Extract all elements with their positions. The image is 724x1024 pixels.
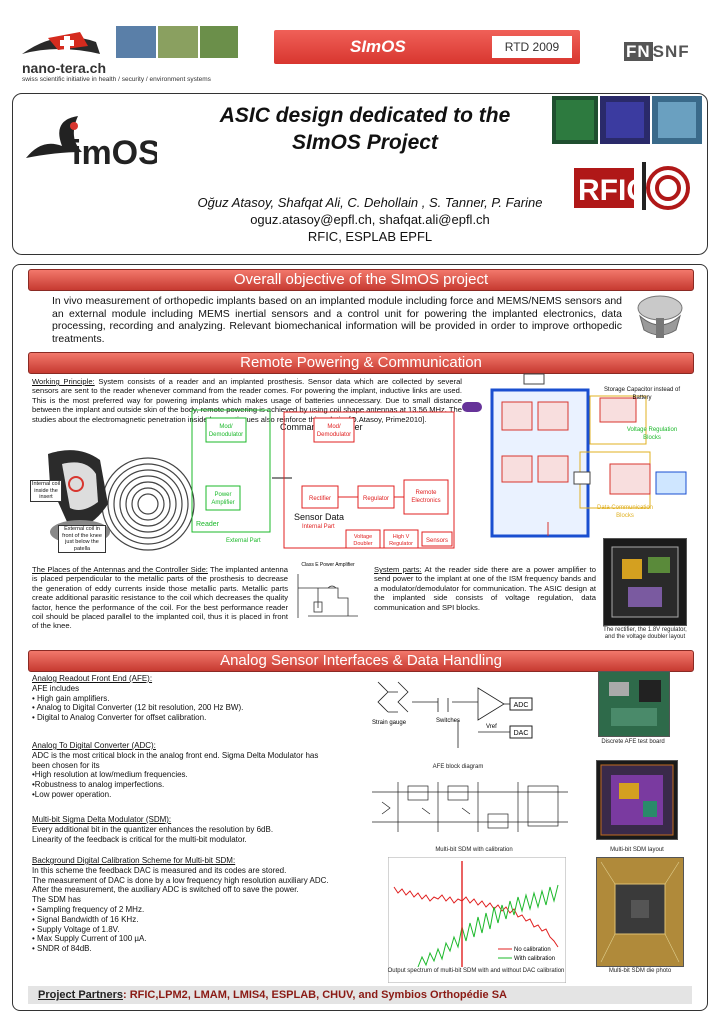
system-block-diagram: Mod/ Demodulator Power Amplifier Reader …	[191, 409, 455, 549]
svg-text:Switches: Switches	[436, 718, 460, 724]
project-partners-bar: Project Partners: RFIC,LPM2, LMAM, LMIS4…	[28, 986, 692, 1004]
simos-logo: imOS	[26, 116, 157, 172]
svg-text:No calibration: No calibration	[514, 947, 551, 953]
poster-title: ASIC design dedicated to the SImOS Proje…	[219, 104, 511, 154]
section-powering-header: Remote Powering & Communication	[28, 352, 694, 374]
project-label: SImOS	[350, 37, 406, 56]
rectifier-layout-caption: The rectifier, the 1.8V regulator, and t…	[603, 627, 687, 640]
svg-text:Mod/: Mod/	[327, 424, 341, 430]
svg-text:Sensors: Sensors	[426, 538, 448, 544]
svg-text:Regulator: Regulator	[389, 541, 413, 547]
svg-text:Strain gauge: Strain gauge	[372, 720, 407, 726]
storage-capacitor-label: Storage Capacitor instead of Battery	[603, 387, 681, 401]
main-panel	[12, 264, 708, 1011]
objective-text: In vivo measurement of orthopedic implan…	[52, 295, 622, 345]
asic-block-layout	[462, 373, 687, 538]
die-photo-caption: Multi-bit SDM die photo	[608, 968, 672, 974]
internal-coil-label: Internal coil inside the insert	[30, 480, 62, 502]
affiliation: RFIC, ESPLAB EPFL	[307, 229, 433, 244]
partners-label: Project Partners	[38, 989, 123, 1001]
svg-text:Voltage: Voltage	[354, 534, 372, 540]
sdm-layout-caption: Multi-bit SDM layout	[610, 847, 664, 853]
svg-text:DAC: DAC	[514, 730, 529, 737]
system-parts-text: System parts: At the reader side there a…	[374, 565, 596, 612]
sdm-calibration-schematic	[372, 782, 568, 832]
knee-implant-image	[637, 295, 683, 338]
afe-block-diagram: ADC DAC Strain gauge Switches Vref	[372, 681, 533, 748]
nano-tera-logo	[22, 26, 238, 58]
svg-text:imOS: imOS	[72, 134, 157, 172]
svg-text:Internal Part: Internal Part	[302, 524, 335, 530]
nano-tera-tagline: swiss scientific initiative in health / …	[22, 76, 211, 83]
svg-text:High V: High V	[393, 534, 410, 540]
svg-text:Mod/: Mod/	[219, 424, 233, 430]
svg-text:ADC: ADC	[514, 702, 529, 709]
svg-text:RFIC: RFIC	[578, 174, 648, 207]
emails: oguz.atasoy@epfl.ch, shafqat.ali@epfl.ch	[250, 212, 490, 227]
svg-text:Rectifier: Rectifier	[309, 496, 331, 502]
afe-board-caption: Discrete AFE test board	[601, 739, 665, 745]
authors: Oğuz Atasoy, Shafqat Ali, C. Dehollain ,…	[197, 195, 543, 210]
svg-text:Amplifier: Amplifier	[211, 500, 234, 506]
afe-text: Analog Readout Front End (AFE): AFE incl…	[32, 674, 244, 723]
afe-test-board-photo	[598, 671, 670, 737]
sdm-die-photo	[596, 857, 684, 967]
calibration-text: Background Digital Calibration Scheme fo…	[32, 856, 329, 954]
svg-text:Demodulator: Demodulator	[209, 432, 243, 438]
svg-text:Sensor Data: Sensor Data	[294, 512, 344, 522]
afe-diagram-caption: AFE block diagram	[432, 764, 484, 770]
svg-text:Demodulator: Demodulator	[317, 432, 351, 438]
sdm-schematic-caption: Multi-bit SDM with calibration	[435, 847, 513, 853]
svg-text:External Part: External Part	[226, 538, 261, 544]
adc-text: Analog To Digital Converter (ADC): ADC i…	[32, 741, 319, 799]
svg-text:Reader: Reader	[196, 521, 220, 528]
voltage-regulation-label: Voltage Regulation Blocks	[626, 427, 678, 441]
partners-list: : RFIC,LPM2, LMAM, LMIS4, ESPLAB, CHUV, …	[122, 989, 508, 1001]
svg-text:Class E Power Amplifier: Class E Power Amplifier	[301, 562, 355, 568]
section-objective-header: Overall objective of the SImOS project	[28, 269, 694, 291]
project-banner: SImOS RTD 2009	[274, 30, 580, 64]
svg-text:Vref: Vref	[486, 724, 497, 730]
nano-tera-name: nano-tera.ch	[22, 60, 107, 76]
svg-text:Power: Power	[214, 492, 231, 498]
authors-block: Oğuz Atasoy, Shafqat Ali, C. Dehollain ,…	[160, 194, 580, 245]
sdm-layout-photo	[596, 760, 678, 840]
chip-photo-strip	[552, 96, 702, 144]
sdm-text: Multi-bit Sigma Delta Modulator (SDM): E…	[32, 815, 274, 844]
spectrum-caption: Output spectrum of multi-bit SDM with an…	[387, 968, 565, 974]
class-e-amplifier-schematic: Class E Power Amplifier	[297, 562, 358, 618]
rfic-logo: RFIC	[574, 162, 690, 210]
rectifier-layout-photo	[603, 538, 687, 626]
svg-text:Doubler: Doubler	[353, 541, 372, 547]
external-coil-label: External coil in front of the knee just …	[58, 525, 106, 553]
coil-image	[48, 450, 195, 551]
rtd-label: RTD 2009	[492, 36, 572, 58]
svg-text:Electronics: Electronics	[411, 498, 440, 504]
data-communication-label: Data Communication Blocks	[596, 505, 654, 519]
svg-text:With calibration: With calibration	[514, 956, 555, 962]
svg-text:Remote: Remote	[415, 490, 437, 496]
svg-text:Regulator: Regulator	[363, 496, 389, 502]
antenna-places-text: The Places of the Antennas and the Contr…	[32, 565, 288, 631]
section-analog-header: Analog Sensor Interfaces & Data Handling	[28, 650, 694, 672]
output-spectrum-plot: No calibration With calibration	[388, 857, 566, 983]
